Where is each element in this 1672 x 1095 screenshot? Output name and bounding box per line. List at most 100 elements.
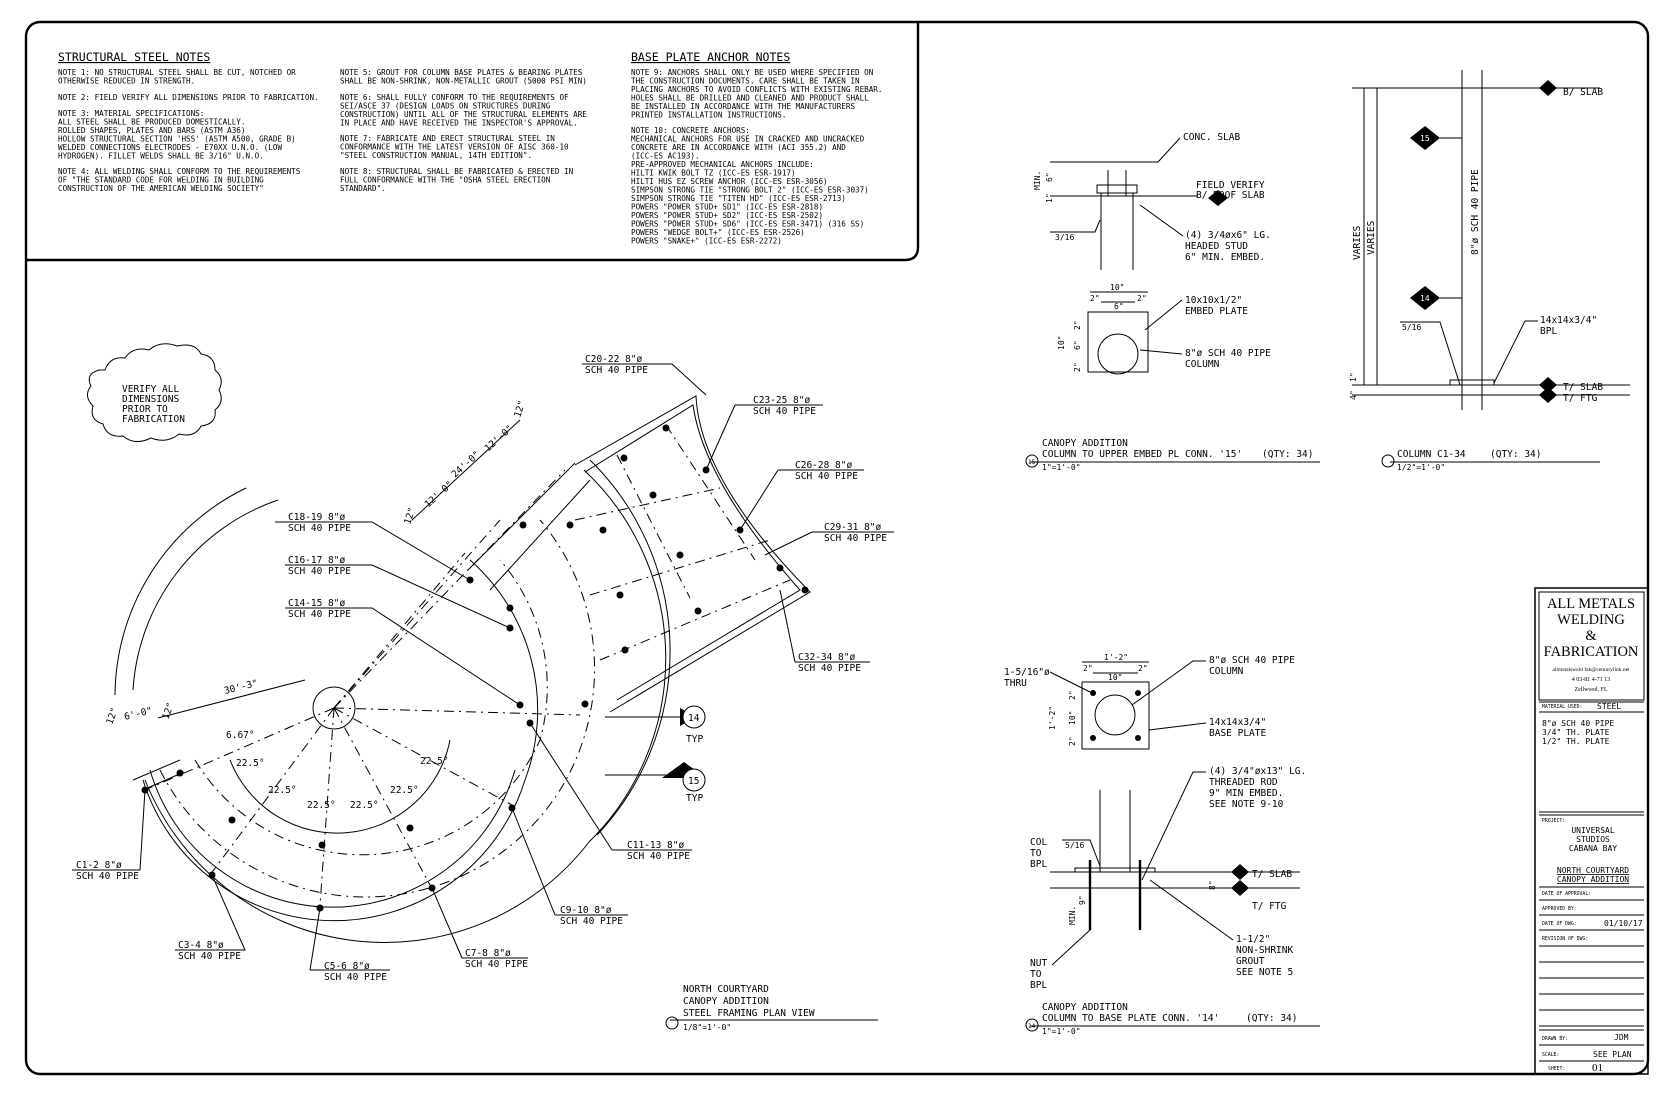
left-end [132,759,185,791]
column-dot [616,591,624,599]
svg-text:T/ FTG: T/ FTG [1563,393,1598,404]
svg-text:6": 6" [1114,302,1124,311]
svg-text:8"ø SCH 40 PIPE: 8"ø SCH 40 PIPE [1470,169,1481,255]
svg-text:1'-2": 1'-2" [1104,653,1128,662]
column-dot [228,816,236,824]
svg-text:3/16: 3/16 [1055,233,1074,242]
dim-6ft: 6'-0" [123,705,153,723]
svg-text:MATERIAL USED:: MATERIAL USED: [1542,704,1582,710]
svg-text:VARIES: VARIES [1352,225,1363,260]
cloud-outline [87,343,222,442]
note-4: NOTE 4: ALL WELDING SHALL CONFORM TO THE… [58,167,301,193]
svg-text:PROJECT:: PROJECT: [1542,818,1565,824]
note-6: NOTE 6: SHALL FULLY CONFORM TO THE REQUI… [340,93,587,128]
section-tag-14: 14 TYP [605,705,706,745]
svg-text:2": 2" [1137,294,1147,303]
angle: 22.5° [390,785,419,796]
svg-text:(QTY: 34): (QTY: 34) [1490,449,1541,460]
svg-text:TYP: TYP [686,793,703,804]
svg-text:MIN.: MIN. [1068,906,1077,925]
svg-text:1/2"=1'-0": 1/2"=1'-0" [1397,463,1445,472]
fan-grid [574,424,791,661]
center-circle [312,686,356,730]
svg-text:5/16: 5/16 [1065,841,1084,850]
svg-text:allmetalsweld fab@centurylink.: allmetalsweld fab@centurylink.net [1552,666,1630,673]
svg-text:10": 10" [1068,711,1077,725]
dim-12in: 12" [160,701,176,721]
svg-text:MIN.: MIN. [1033,171,1042,190]
svg-text:2": 2" [1073,320,1082,330]
sheet-border [24,20,1650,1076]
column-dot [694,607,702,615]
column-dot [506,604,514,612]
svg-text:4 03-81 4-71 13: 4 03-81 4-71 13 [1572,677,1611,683]
fan-canopy-inner [584,404,801,701]
note-8: NOTE 8: STRUCTURAL SHALL BE FABRICATED &… [340,167,574,193]
svg-text:T/ FTG: T/ FTG [1252,901,1287,912]
dim-667: 6.67° [226,730,255,741]
svg-text:COLUMN C1-34: COLUMN C1-34 [1397,449,1466,460]
note-2: NOTE 2: FIELD VERIFY ALL DIMENSIONS PRIO… [58,93,319,102]
svg-text:2": 2" [1068,736,1077,746]
dim-12in: 12" [402,506,418,526]
svg-text:Zellwood, FL: Zellwood, FL [1575,687,1608,693]
dim-12in: 12" [512,399,528,419]
svg-text:9": 9" [1078,895,1087,905]
svg-text:2": 2" [1138,664,1148,673]
column-dot [649,491,657,499]
svg-text:DATE OF DWG:: DATE OF DWG: [1542,921,1577,927]
column-dot [406,824,414,832]
svg-text:14: 14 [688,713,700,724]
dim-30ft: 30'-3" [223,678,259,697]
svg-text:10": 10" [1108,673,1122,682]
note-9: NOTE 9: ANCHORS SHALL ONLY BE USED WHERE… [631,68,882,120]
svg-text:1"=1'-0": 1"=1'-0" [1042,1027,1081,1036]
svg-text:01/10/17: 01/10/17 [1604,919,1643,928]
detail-14: 1'-2" 2" 10" 2" 1'-2" 2" 10" 2" 1-5/16"ø… [1004,653,1320,1036]
svg-text:10": 10" [1057,336,1066,350]
svg-text:1": 1" [1349,372,1358,382]
svg-text:14x14x3/4"BASE PLATE: 14x14x3/4"BASE PLATE [1209,717,1266,739]
svg-text:14: 14 [1028,1023,1036,1030]
structural-notes: STRUCTURAL STEEL NOTES NOTE 1: NO STRUCT… [58,50,882,246]
svg-text:TYP: TYP [686,734,703,745]
column-dot [519,521,527,529]
svg-text:8": 8" [1208,880,1217,890]
angle-arc [229,739,451,834]
angle: 22.5° [268,785,297,796]
ring-outer-b [583,469,667,843]
svg-text:2": 2" [1068,690,1077,700]
note-3: NOTE 3: MATERIAL SPECIFICATIONS:ALL STEE… [58,109,296,161]
column-dot [676,551,684,559]
ring-outer-c [589,459,671,836]
svg-text:6": 6" [1073,340,1082,350]
framing-plan: 30'-3" 6'-0" 12" 12" 6.67° 22.5° 22.5° 2… [72,354,894,1032]
